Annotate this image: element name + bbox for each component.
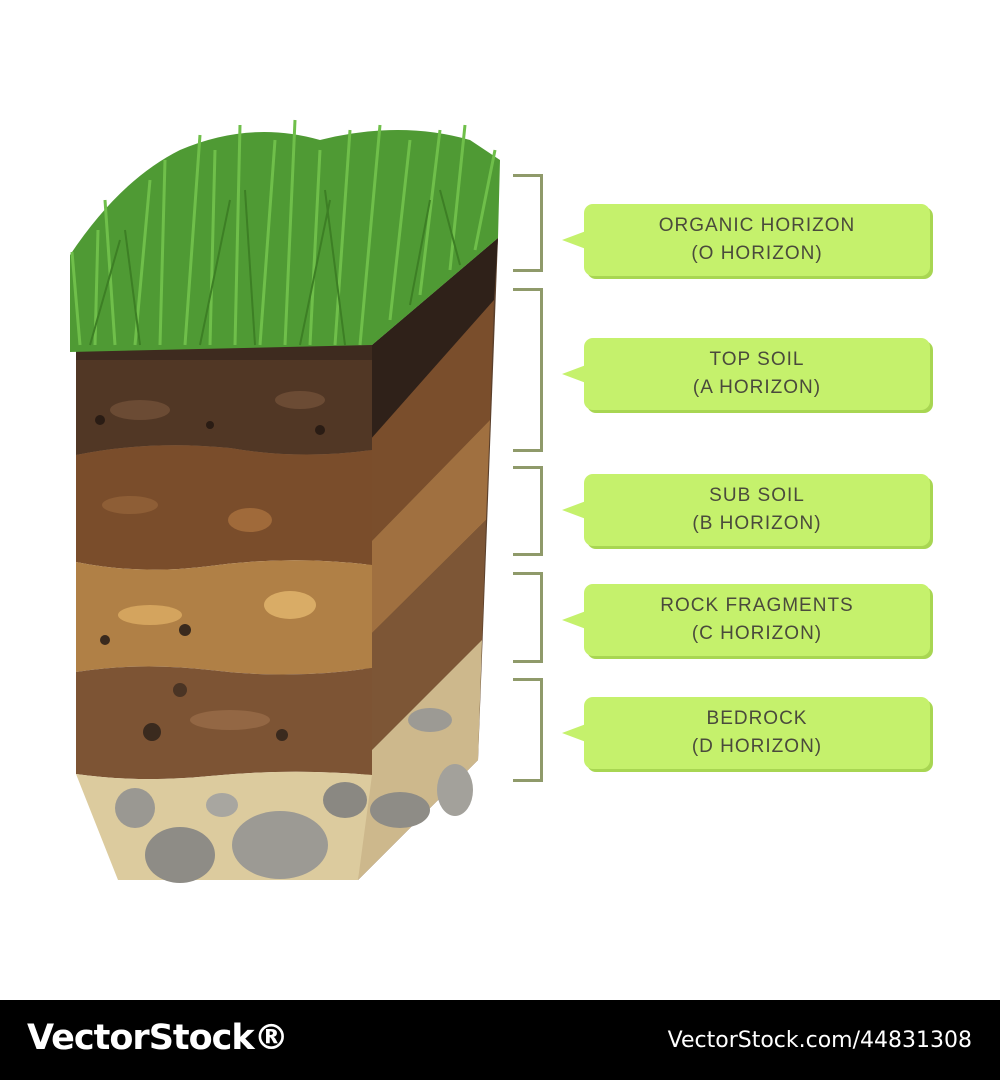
label-rock-fragments: ROCK FRAGMENTS (C HORIZON) — [562, 584, 930, 656]
layer-name: ROCK FRAGMENTS — [660, 595, 854, 616]
grass-tuft — [70, 119, 500, 352]
image-id: VectorStock.com/44831308 — [667, 1028, 972, 1053]
label-bedrock: BEDROCK (D HORIZON) — [562, 697, 930, 769]
layer-code: (B HORIZON) — [692, 513, 822, 534]
topsoil-layer — [76, 445, 372, 570]
bracket-bedrock — [513, 678, 543, 782]
layer-name: ORGANIC HORIZON — [658, 215, 856, 236]
bedrock-layer — [76, 771, 372, 880]
watermark-footer: VectorStock® VectorStock.com/44831308 — [0, 1000, 1000, 1080]
subsoil-layer — [76, 560, 372, 675]
bracket-sub-soil — [513, 466, 543, 556]
soil-block-side — [358, 238, 498, 880]
bracket-organic-horizon — [513, 174, 543, 272]
label-organic-horizon: ORGANIC HORIZON (O HORIZON) — [562, 204, 930, 276]
layer-name: BEDROCK — [706, 708, 808, 729]
soil-profile-illustration — [70, 119, 500, 883]
label-sub-soil: SUB SOIL (B HORIZON) — [562, 474, 930, 546]
label-top-soil: TOP SOIL (A HORIZON) — [562, 338, 930, 410]
layer-code: (O HORIZON) — [691, 243, 823, 264]
layer-code: (C HORIZON) — [691, 623, 823, 644]
layer-code: (A HORIZON) — [692, 377, 822, 398]
bracket-rock-fragments — [513, 572, 543, 663]
bracket-top-soil — [513, 288, 543, 452]
brand-logo: VectorStock® — [27, 1018, 289, 1058]
soil-block-front — [76, 345, 372, 883]
layer-code: (D HORIZON) — [691, 736, 823, 757]
layer-name: TOP SOIL — [709, 349, 805, 370]
layer-name: SUB SOIL — [709, 485, 805, 506]
